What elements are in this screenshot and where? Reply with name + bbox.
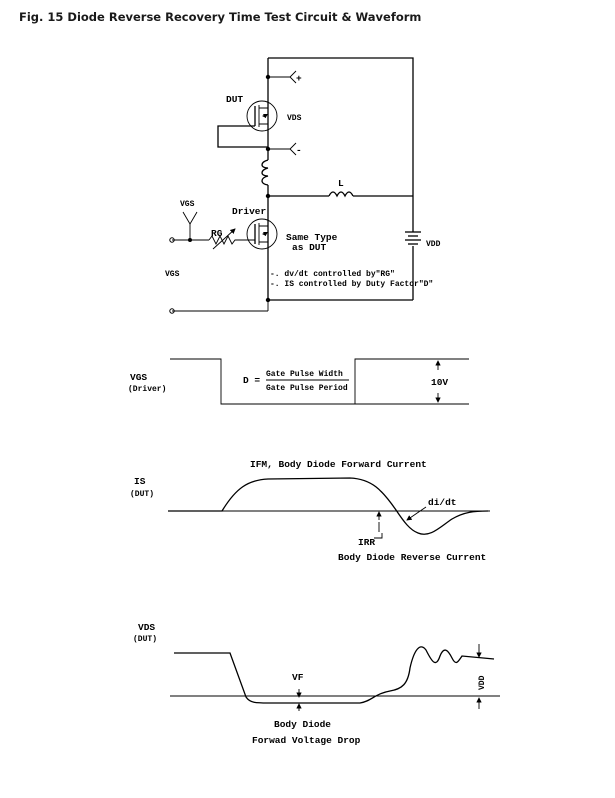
dut-label: DUT bbox=[226, 94, 243, 105]
didt-label: di/dt bbox=[428, 497, 457, 508]
forward-current-label: IFM, Body Diode Forward Current bbox=[250, 459, 427, 470]
rg-resistor bbox=[208, 234, 255, 246]
voltage-trace bbox=[174, 646, 495, 704]
rg-label: RG bbox=[211, 228, 223, 239]
vgs-left-label: VGS bbox=[165, 270, 180, 279]
vgs-return-terminal bbox=[169, 308, 175, 314]
pulse-signal-sub: (Driver) bbox=[128, 385, 166, 394]
diode-current-waveform: IS (DUT) IFM, Body Diode Forward Current… bbox=[130, 459, 490, 563]
note-is: -. IS controlled by Duty Factor"D" bbox=[270, 280, 433, 289]
as-dut-label: as DUT bbox=[292, 242, 327, 253]
duty-label: D = bbox=[243, 375, 260, 386]
plus-label: + bbox=[296, 73, 302, 84]
driver-drain-lead bbox=[259, 219, 269, 227]
irr-leader bbox=[374, 533, 383, 539]
sense-coil bbox=[261, 159, 269, 186]
driver-source-lead bbox=[259, 241, 269, 249]
driver-mosfet-circle bbox=[246, 218, 278, 250]
reverse-current-label: Body Diode Reverse Current bbox=[338, 552, 486, 563]
test-circuit: + - DUT VDS L VGS Driver RG Same Type as… bbox=[165, 57, 441, 314]
voltage-signal-label: VDS bbox=[138, 622, 155, 633]
minus-label: - bbox=[296, 145, 302, 156]
drain-voltage-waveform: VDS (DUT) VF VDD Body Diode Forwad Volta… bbox=[133, 622, 500, 746]
node-minus bbox=[265, 146, 271, 152]
drop-label-2: Forwad Voltage Drop bbox=[252, 735, 361, 746]
inductor-label: L bbox=[338, 178, 344, 189]
vgs-source-label: VGS bbox=[180, 200, 195, 209]
dut-arrow bbox=[262, 114, 266, 118]
duty-numerator: Gate Pulse Width bbox=[266, 370, 343, 379]
dut-source-lead bbox=[259, 123, 269, 131]
plus-probe-arrow bbox=[289, 70, 297, 84]
minus-probe-arrow bbox=[289, 142, 297, 156]
amplitude-label: 10V bbox=[431, 377, 448, 388]
dut-mosfet-circle bbox=[246, 100, 278, 132]
dut-drain-lead bbox=[259, 101, 269, 109]
vdd-span-label: VDD bbox=[478, 675, 487, 690]
irr-label: IRR bbox=[358, 537, 375, 548]
didt-arrow bbox=[406, 506, 427, 521]
top-rail bbox=[268, 57, 414, 196]
inductor-coil bbox=[328, 191, 354, 198]
node-inductor bbox=[265, 193, 271, 199]
vdd-label: VDD bbox=[426, 240, 441, 249]
gate-terminal bbox=[169, 237, 175, 243]
pulse-signal-label: VGS bbox=[130, 372, 147, 383]
pulse-trace bbox=[170, 358, 469, 405]
driver-arrow bbox=[262, 232, 266, 236]
vf-label: VF bbox=[292, 672, 304, 683]
vds-label: VDS bbox=[287, 114, 302, 123]
figure-title: Fig. 15 Diode Reverse Recovery Time Test… bbox=[19, 10, 422, 24]
driver-label: Driver bbox=[232, 206, 267, 217]
note-dvdt: -. dv/dt controlled by"RG" bbox=[270, 270, 395, 279]
gate-pulse-waveform: VGS (Driver) D = Gate Pulse Width Gate P… bbox=[128, 358, 469, 405]
same-type-label: Same Type bbox=[286, 232, 338, 243]
node-plus bbox=[265, 74, 271, 80]
current-signal-label: IS bbox=[134, 476, 146, 487]
drop-label-1: Body Diode bbox=[274, 719, 331, 730]
duty-denominator: Gate Pulse Period bbox=[266, 384, 348, 393]
voltage-signal-sub: (DUT) bbox=[133, 635, 157, 644]
current-signal-sub: (DUT) bbox=[130, 490, 154, 499]
dut-gate-short bbox=[217, 125, 268, 148]
vgs-source-symbol bbox=[182, 211, 198, 225]
rg-variable-arrow bbox=[212, 228, 236, 250]
current-trace bbox=[168, 477, 489, 535]
